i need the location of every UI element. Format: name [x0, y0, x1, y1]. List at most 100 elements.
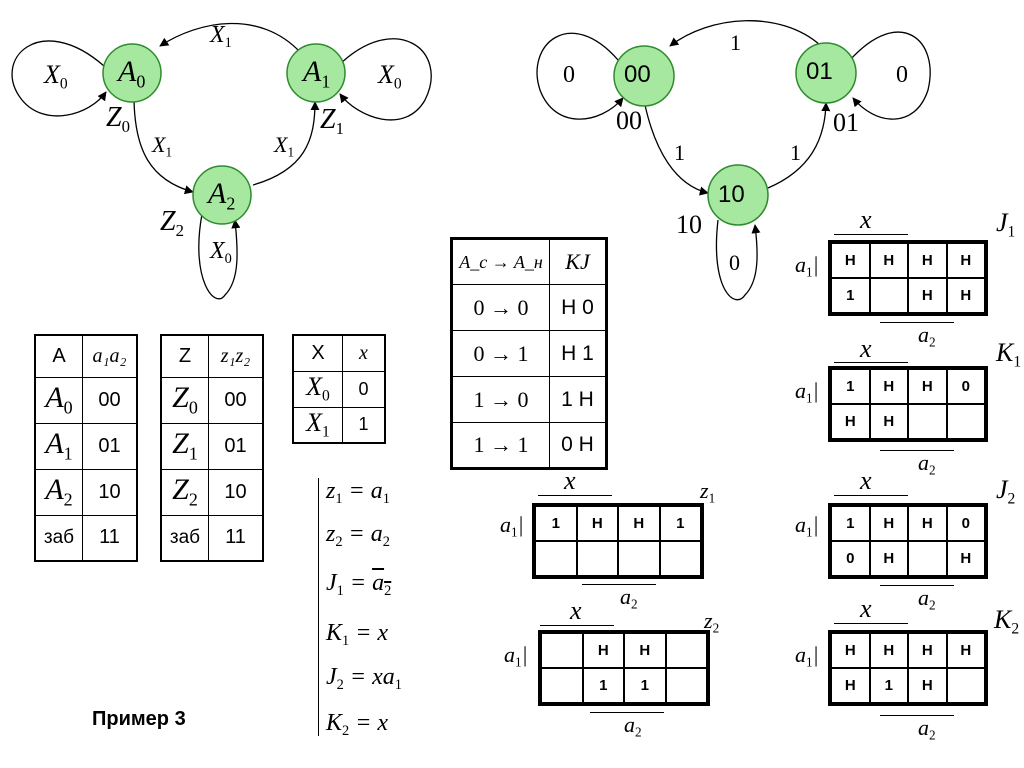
table-a-row-state: A1 [34, 422, 83, 470]
edge-label-01-00: 1 [730, 30, 741, 55]
table-z-row-state: Z1 [160, 422, 209, 470]
table-x-header-state: X [292, 334, 343, 372]
edge-00-10 [644, 104, 709, 196]
table-z-row-state: Z2 [160, 468, 209, 516]
kmap-a2-bar [880, 450, 954, 451]
kmap-cell [576, 541, 618, 576]
kmap-a1-label: a1| [500, 512, 524, 540]
table-z-header-state: Z [160, 334, 209, 378]
kj-row-value: Н 1 [549, 330, 607, 377]
kmap-name: z2 [704, 608, 720, 636]
edge-10-01 [767, 102, 831, 189]
kmap-cell: Н [831, 243, 870, 278]
kmap-a2-label: a2 [620, 584, 638, 612]
table-a-header-state: A [34, 334, 83, 378]
node-a1 [286, 43, 346, 103]
kmap-cell: 0 [831, 541, 870, 576]
kmap-z1: 1 Н Н 1 [532, 503, 704, 579]
kmap-cell: Н [869, 369, 908, 404]
kmap-cell: 1 [869, 668, 908, 703]
edge-label-loop-a0: X0 [44, 60, 68, 93]
kmap-a2-label: a2 [918, 715, 936, 743]
kmap-name: J2 [996, 475, 1016, 508]
output-01: 01 [833, 108, 859, 137]
kmap-cell: Н [908, 668, 947, 703]
equation: z1 = a1 [326, 478, 390, 508]
kmap-x-bar [540, 625, 614, 626]
equation: K2 = x [326, 710, 389, 740]
kj-row-value: Н 0 [549, 284, 607, 331]
node-a2-label: A2 [208, 177, 236, 214]
kj-row-value: 0 Н [549, 422, 607, 469]
kmap-a1-label: a1| [504, 642, 528, 670]
kmap-cell: Н [831, 633, 870, 668]
table-z-row-state: Z0 [160, 376, 209, 424]
loop-a1 [337, 38, 432, 121]
edge-label-loop-a2: X0 [210, 238, 232, 268]
edge-label-loop-01: 0 [896, 62, 908, 88]
kmap-cell: Н [576, 506, 618, 541]
kmap-x-bar [834, 623, 908, 624]
kmap-cell: Н [618, 506, 660, 541]
kmap-x-bar [834, 234, 908, 235]
edge-label-00-10: 1 [674, 140, 685, 165]
table-a-row-state: A0 [34, 376, 83, 424]
kmap-cell [665, 668, 707, 703]
table-z-row-state: заб [160, 514, 209, 562]
kmap-a2-label: a2 [918, 585, 936, 613]
table-z-row-code: 00 [208, 376, 264, 424]
edge-label-10-01: 1 [790, 140, 801, 165]
kmap-cell [618, 541, 660, 576]
kj-row-transition: 0 → 1 [451, 330, 550, 377]
kmap-a2-label: a2 [918, 322, 936, 350]
kmap-cell [535, 541, 577, 576]
kmap-a1-label: a1| [795, 252, 819, 280]
output-z0: Z0 [106, 102, 130, 136]
state-encoding-table: A a₁a₂ A0 00 A1 01 A2 10 заб 11 [34, 334, 138, 562]
node-a0-label: A0 [118, 55, 146, 92]
table-a-row-code: 01 [82, 422, 138, 470]
kmap-z2: Н Н 1 1 [538, 630, 710, 706]
node-01 [795, 42, 857, 104]
kmap-cell: 1 [659, 506, 701, 541]
kmap-cell: 1 [831, 506, 870, 541]
kmap-a1-label: a1| [795, 512, 819, 540]
table-x-row-state: X1 [292, 406, 343, 444]
kmap-cell [659, 541, 701, 576]
kmap-a1-label: a1| [795, 642, 819, 670]
edge-01-00 [669, 20, 821, 47]
table-a-row-code: 10 [82, 468, 138, 516]
kmap-a2-bar [880, 585, 954, 586]
table-a-row-code: 11 [82, 514, 138, 562]
kmap-a2-bar [590, 712, 664, 713]
kmap-a2-bar [582, 584, 656, 585]
kmap-cell: 1 [831, 369, 870, 404]
output-encoding-table: Z z₁z₂ Z0 00 Z1 01 Z2 10 заб 11 [160, 334, 264, 562]
equation: J1 = a2 [326, 570, 392, 600]
kmap-x-bar [538, 495, 612, 496]
output-z1: Z1 [320, 104, 344, 138]
kmap-cell: Н [946, 278, 985, 313]
table-x-row-state: X0 [292, 370, 343, 408]
kj-header-kj: KJ [549, 238, 607, 285]
table-x-header-code: x [342, 334, 386, 372]
node-a1-label: A1 [303, 55, 331, 92]
kmap-name: K2 [994, 605, 1020, 638]
edge-label-loop-10: 0 [729, 250, 740, 275]
right-state-graph [536, 20, 931, 301]
kmap-cell: Н [869, 541, 908, 576]
table-z-row-code: 10 [208, 468, 264, 516]
kmap-a2-bar [880, 715, 954, 716]
output-z2: Z2 [160, 206, 184, 240]
kmap-cell: 1 [582, 668, 624, 703]
kmap-cell: Н [908, 243, 947, 278]
node-00 [613, 45, 675, 107]
kmap-cell: Н [624, 633, 666, 668]
kmap-x-label: x [570, 596, 582, 625]
table-a-row-state: A2 [34, 468, 83, 516]
kj-row-transition: 0 → 0 [451, 284, 550, 331]
equations-bar [318, 478, 319, 736]
kmap-cell: 1 [624, 668, 666, 703]
table-z-header-code: z₁z₂ [208, 334, 264, 378]
loop-10 [715, 219, 761, 301]
